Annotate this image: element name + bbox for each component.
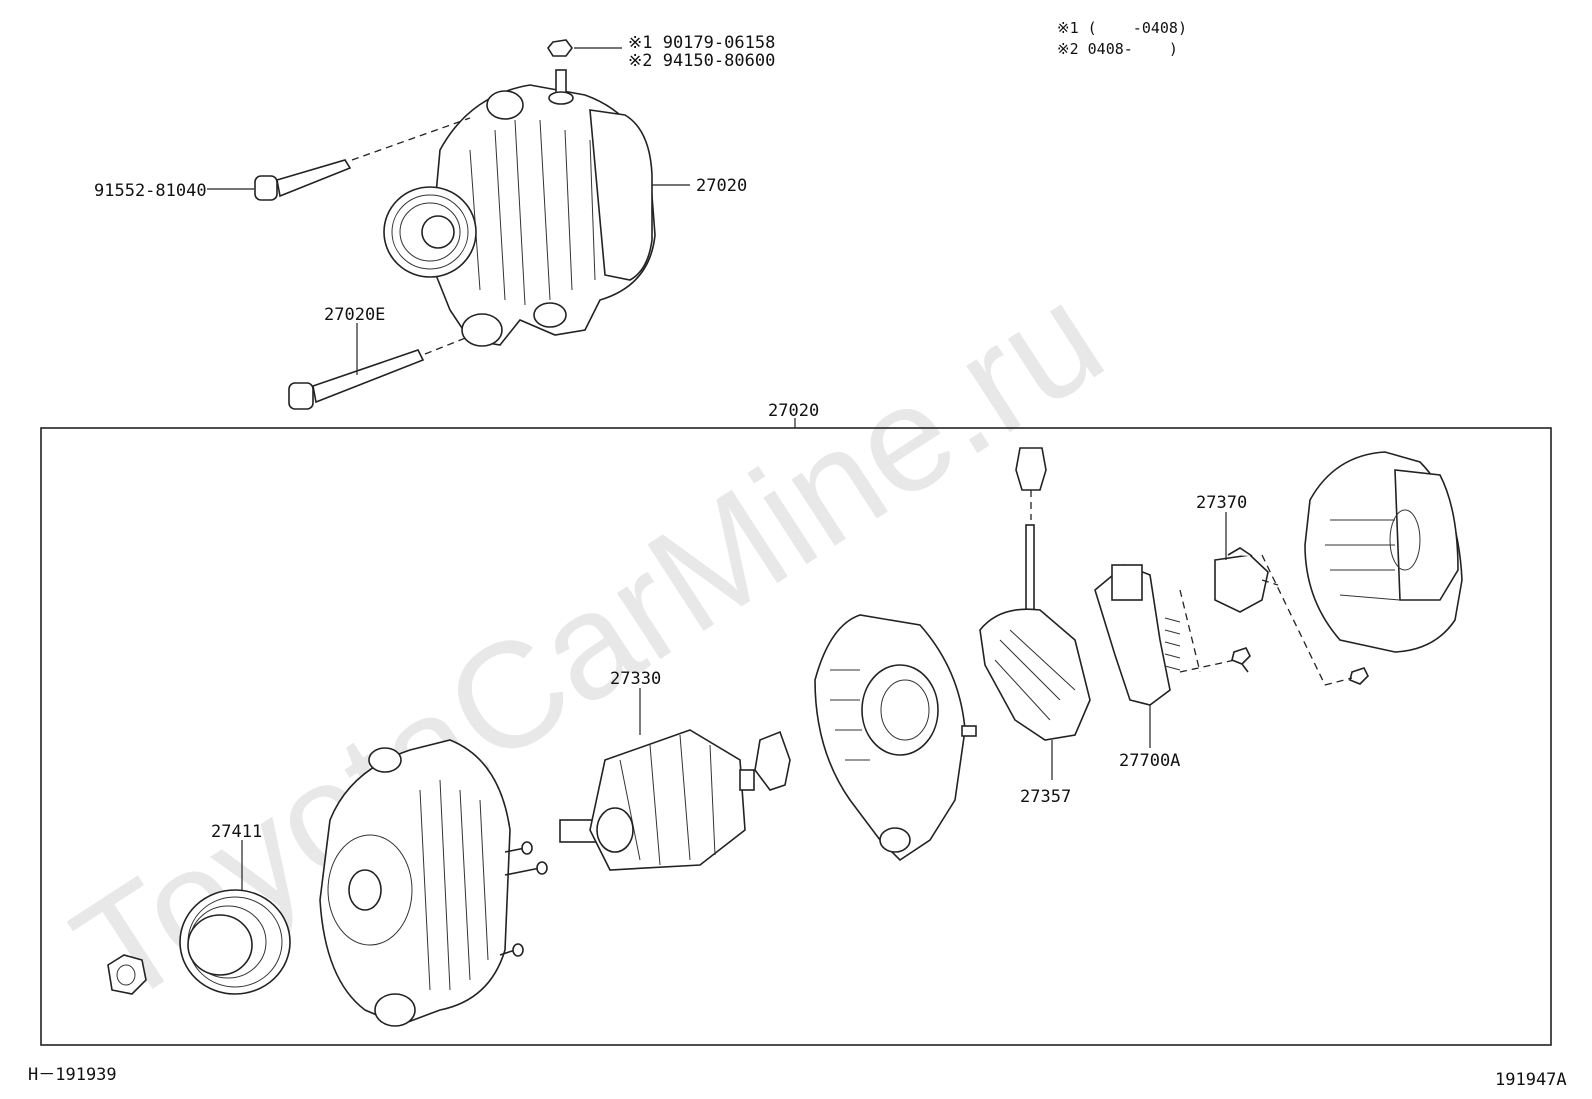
callout-rotor: 27330 <box>610 669 661 689</box>
exploded-view-frame <box>40 427 1552 1046</box>
applicability-note-1: ※1 ( -0408) <box>1057 19 1187 37</box>
callout-nut-b: ※2 94150-80600 <box>628 51 775 71</box>
callout-bolt-lower: 27020E <box>324 305 385 325</box>
spacer-ring-drawing <box>754 730 791 791</box>
alternator-assembly-drawing <box>383 39 656 347</box>
rectifier-drawing <box>979 524 1091 780</box>
callout-box-assy: 27020 <box>768 401 819 421</box>
nut-icon <box>547 39 573 57</box>
callout-regulator: 27700A <box>1119 751 1180 771</box>
footer-right-code: 191947A <box>1495 1070 1567 1090</box>
footer-left-code: H－191939 <box>28 1065 117 1085</box>
applicability-note-2: ※2 0408- ) <box>1057 40 1178 58</box>
rear-housing-drawing <box>814 614 977 862</box>
regulator-drawing <box>1094 564 1236 748</box>
pulley-nut-drawing <box>107 954 147 995</box>
front-housing-drawing <box>319 739 548 1027</box>
callout-rectifier: 27357 <box>1020 787 1071 807</box>
rotor-drawing <box>559 688 755 871</box>
callout-alternator-assy: 27020 <box>696 176 747 196</box>
bolt-lower-drawing <box>288 323 469 410</box>
bolt-upper-drawing <box>207 117 471 201</box>
callout-bolt-upper: 91552-81040 <box>94 181 207 201</box>
screw-icon <box>1231 647 1251 665</box>
brush-holder-drawing <box>1214 512 1369 686</box>
callout-nut-a: ※1 90179-06158 <box>628 33 775 53</box>
pulley-drawing <box>179 840 291 995</box>
callout-pulley: 27411 <box>211 822 262 842</box>
rear-end-cover-drawing <box>1304 451 1463 653</box>
screw-icon <box>1349 667 1369 685</box>
terminal-insulator-drawing <box>1015 447 1047 520</box>
callout-brush-holder: 27370 <box>1196 493 1247 513</box>
